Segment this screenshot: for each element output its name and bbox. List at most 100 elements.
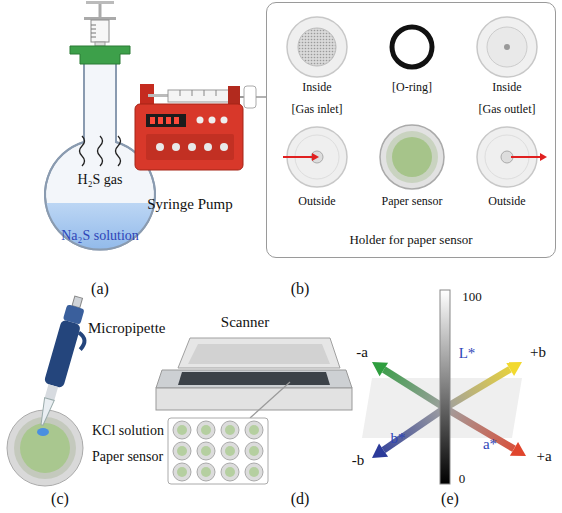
flask bbox=[40, 203, 160, 263]
syringe bbox=[95, 42, 105, 46]
arrow-head bbox=[510, 442, 526, 456]
sample-disc bbox=[225, 425, 235, 435]
part-label: Outside bbox=[277, 195, 357, 209]
holder-part: [Gas outlet]Outside bbox=[467, 103, 547, 219]
syringe bbox=[91, 25, 96, 26]
syringe-pump bbox=[221, 117, 228, 124]
lightness-bar bbox=[440, 290, 450, 484]
syringe-pump bbox=[135, 104, 243, 170]
syringe-pump bbox=[256, 96, 266, 98]
syringe-pump bbox=[244, 86, 256, 108]
syringe-pump bbox=[174, 117, 179, 124]
axis-name: L* bbox=[447, 345, 487, 362]
micropipette bbox=[74, 333, 86, 351]
axis-end: -b bbox=[343, 452, 373, 469]
solution-label: Na₂S solution bbox=[40, 228, 160, 244]
callout-label: KCl solution bbox=[92, 423, 202, 439]
gas-port bbox=[311, 151, 323, 163]
sample-disc bbox=[173, 442, 191, 460]
axis-name: b* bbox=[383, 430, 413, 447]
sample-disc bbox=[173, 421, 191, 439]
scanner bbox=[178, 372, 330, 385]
micropipette bbox=[72, 296, 82, 308]
sample-disc bbox=[177, 425, 187, 435]
gas-arrow bbox=[540, 153, 547, 161]
part-label: [Gas outlet] bbox=[467, 103, 547, 117]
axis-arrow bbox=[445, 369, 510, 408]
callout-label: Paper sensor bbox=[92, 449, 202, 465]
syringe-pump bbox=[135, 84, 266, 170]
scanner bbox=[156, 370, 352, 388]
holder-cap bbox=[287, 17, 347, 77]
sample-disc bbox=[225, 446, 235, 456]
syringe-pump bbox=[168, 90, 230, 102]
arrow-head bbox=[372, 443, 388, 458]
gas-arrow bbox=[283, 156, 313, 158]
stopper bbox=[70, 46, 130, 64]
syringe-pump bbox=[166, 117, 171, 124]
sample-disc bbox=[197, 421, 215, 439]
axis-end: +a bbox=[529, 448, 559, 465]
sample-disc bbox=[197, 463, 215, 481]
micropipette bbox=[37, 398, 54, 427]
syringe-pump bbox=[188, 143, 196, 151]
syringe-pump bbox=[240, 96, 244, 98]
sample-disc bbox=[221, 421, 239, 439]
part-label: Paper sensor bbox=[372, 195, 452, 209]
part-label: [O-ring] bbox=[372, 81, 452, 95]
scanner bbox=[178, 338, 340, 368]
axis-arrow bbox=[384, 369, 445, 408]
syringe bbox=[91, 29, 96, 30]
sample-disc bbox=[221, 442, 239, 460]
holder-part: Inside bbox=[277, 11, 357, 101]
scanner bbox=[250, 382, 290, 418]
syringe-pump bbox=[156, 143, 164, 151]
scanner bbox=[156, 338, 352, 484]
gas-wave bbox=[98, 136, 103, 166]
device-label: Scanner bbox=[195, 314, 295, 331]
syringe bbox=[91, 37, 96, 38]
syringe bbox=[86, 1, 114, 4]
axis-arrow bbox=[384, 408, 445, 450]
paper-sensor bbox=[392, 137, 432, 177]
panel-label: (b) bbox=[280, 280, 320, 298]
holder-part: Paper sensor bbox=[372, 103, 452, 219]
axis-value: 100 bbox=[452, 290, 492, 305]
sample-disc bbox=[249, 446, 259, 456]
paper-sensor-disc bbox=[14, 417, 76, 479]
sample-disc bbox=[245, 442, 263, 460]
o-ring bbox=[392, 27, 432, 67]
axis-name: a* bbox=[475, 436, 505, 453]
syringe bbox=[91, 20, 109, 42]
holder-box: Holder for paper sensorInside[O-ring]Ins… bbox=[266, 2, 556, 258]
panel-label: (c) bbox=[40, 490, 80, 508]
cap-ring bbox=[487, 27, 527, 67]
syringe-pump bbox=[192, 90, 193, 96]
sample-disc bbox=[245, 421, 263, 439]
sample-disc bbox=[177, 467, 187, 477]
axis-value: 0 bbox=[447, 472, 477, 487]
panel-label: (a) bbox=[80, 280, 120, 298]
paper-sensor bbox=[380, 125, 444, 189]
panel-label: (e) bbox=[430, 490, 470, 508]
paper-sensor-disc bbox=[20, 423, 70, 473]
cap-hole bbox=[504, 44, 510, 50]
part-label: [Gas inlet] bbox=[277, 103, 357, 117]
axis-end: -a bbox=[347, 344, 377, 361]
syringe-pump bbox=[204, 90, 205, 96]
syringe-pump bbox=[209, 117, 216, 124]
holder-part: [O-ring] bbox=[372, 11, 452, 101]
gas-wave bbox=[116, 136, 121, 166]
micropipette bbox=[32, 294, 96, 430]
gas-arrow bbox=[511, 156, 541, 158]
syringe-pump bbox=[228, 86, 240, 106]
mesh bbox=[298, 28, 336, 66]
gas-label: H₂S gas bbox=[55, 172, 145, 188]
syringe-pump bbox=[146, 134, 234, 160]
syringe-pump bbox=[216, 90, 217, 96]
sample-disc bbox=[225, 467, 235, 477]
paper-sensor bbox=[386, 131, 438, 183]
gas-arrow bbox=[312, 153, 319, 161]
sample-disc bbox=[201, 467, 211, 477]
